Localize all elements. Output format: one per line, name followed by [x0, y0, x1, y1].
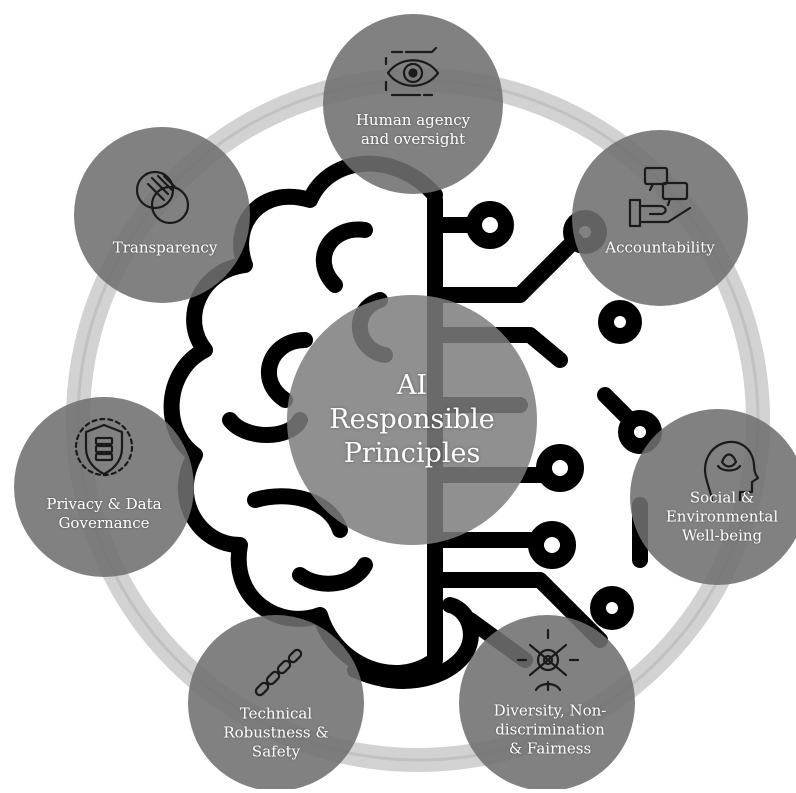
label-accountability: Accountability [605, 238, 715, 257]
node-social-environmental [630, 409, 796, 585]
chain-link-icon [254, 648, 303, 697]
node-transparency [74, 127, 250, 303]
node-privacy-governance [14, 397, 194, 577]
shield-database-icon [74, 417, 134, 477]
label-technical-robustness: Technical Robustness & Safety [223, 704, 329, 761]
node-technical-robustness [188, 615, 364, 791]
node-diversity-fairness [459, 615, 635, 791]
center-title: AI Responsible Principles [329, 370, 495, 469]
head-with-lotus-icon [703, 440, 760, 502]
principle-nodes [14, 14, 796, 791]
label-social-environmental: Social & Environmental Well-being [665, 488, 779, 545]
label-transparency: Transparency [112, 238, 218, 257]
label-human-agency: Human agency and oversight [355, 111, 471, 148]
center-node [287, 295, 537, 545]
label-privacy-governance: Privacy & Data Governance [46, 495, 162, 532]
diverse-people-icon [516, 628, 580, 692]
label-diversity-fairness: Diversity, Non- discrimination & Fairnes… [493, 701, 607, 758]
overlapping-circles-icon [135, 170, 190, 225]
node-accountability [572, 130, 748, 306]
node-human-agency [323, 14, 503, 194]
eye-icon [384, 46, 440, 97]
hand-with-chat-bubbles-icon [628, 166, 692, 228]
